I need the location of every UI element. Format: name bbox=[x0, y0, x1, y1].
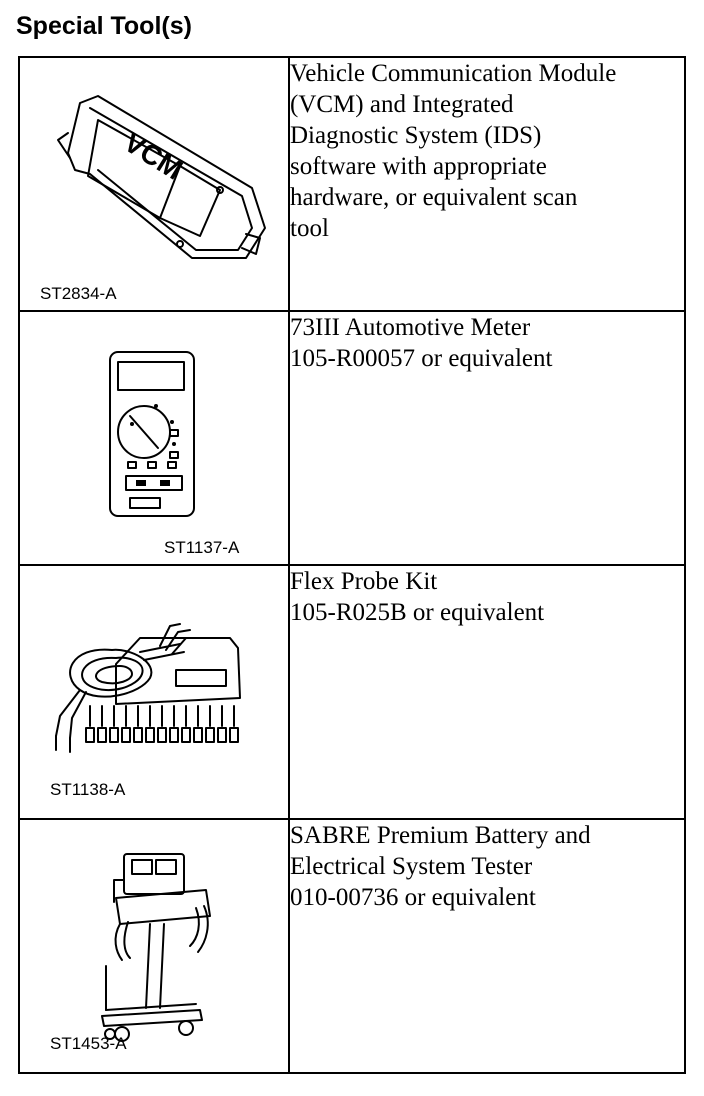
table-row: ST1137-A 73III Automotive Meter 105-R000… bbox=[18, 310, 686, 566]
tool-description-cell: Flex Probe Kit 105-R025B or equivalent bbox=[288, 564, 686, 820]
tool-code: ST2834-A bbox=[40, 284, 117, 303]
tool-code: ST1138-A bbox=[50, 780, 126, 799]
tool-illustration-cell: ST1453-A bbox=[18, 818, 290, 1074]
table-row: ST1138-A Flex Probe Kit 105-R025B or equ… bbox=[18, 564, 686, 820]
probe-leads bbox=[55, 705, 239, 753]
tool-illustration-cell: ST1138-A bbox=[18, 564, 290, 820]
tool-description: SABRE Premium Battery and Electrical Sys… bbox=[290, 822, 591, 911]
table-row: ST1453-A SABRE Premium Battery and Elect… bbox=[18, 818, 686, 1074]
tool-description: Flex Probe Kit 105-R025B or equivalent bbox=[290, 568, 545, 626]
tool-code: ST1137-A bbox=[164, 538, 240, 557]
vcm-module-illustration: VCM bbox=[57, 95, 266, 259]
tool-description-cell: SABRE Premium Battery and Electrical Sys… bbox=[288, 818, 686, 1074]
vcm-device-label: VCM bbox=[119, 126, 188, 185]
flex-probe-kit-illustration bbox=[55, 623, 241, 753]
special-tools-table: VCM ST2834-A Vehicle Communication Modul… bbox=[18, 56, 686, 1074]
tool-description-cell: 73III Automotive Meter 105-R00057 or equ… bbox=[288, 310, 686, 566]
tool-code: ST1453-A bbox=[50, 1034, 127, 1053]
tool-description: Vehicle Communication Module (VCM) and I… bbox=[290, 60, 617, 242]
automotive-meter-illustration bbox=[109, 351, 195, 517]
battery-tester-cart-illustration bbox=[101, 853, 211, 1042]
tool-illustration-cell: ST1137-A bbox=[18, 310, 290, 566]
table-row: VCM ST2834-A Vehicle Communication Modul… bbox=[18, 56, 686, 312]
page-title: Special Tool(s) bbox=[16, 12, 192, 40]
tool-description: 73III Automotive Meter 105-R00057 or equ… bbox=[290, 314, 553, 372]
tool-illustration-cell: VCM ST2834-A bbox=[18, 56, 290, 312]
tool-description-cell: Vehicle Communication Module (VCM) and I… bbox=[288, 56, 686, 312]
